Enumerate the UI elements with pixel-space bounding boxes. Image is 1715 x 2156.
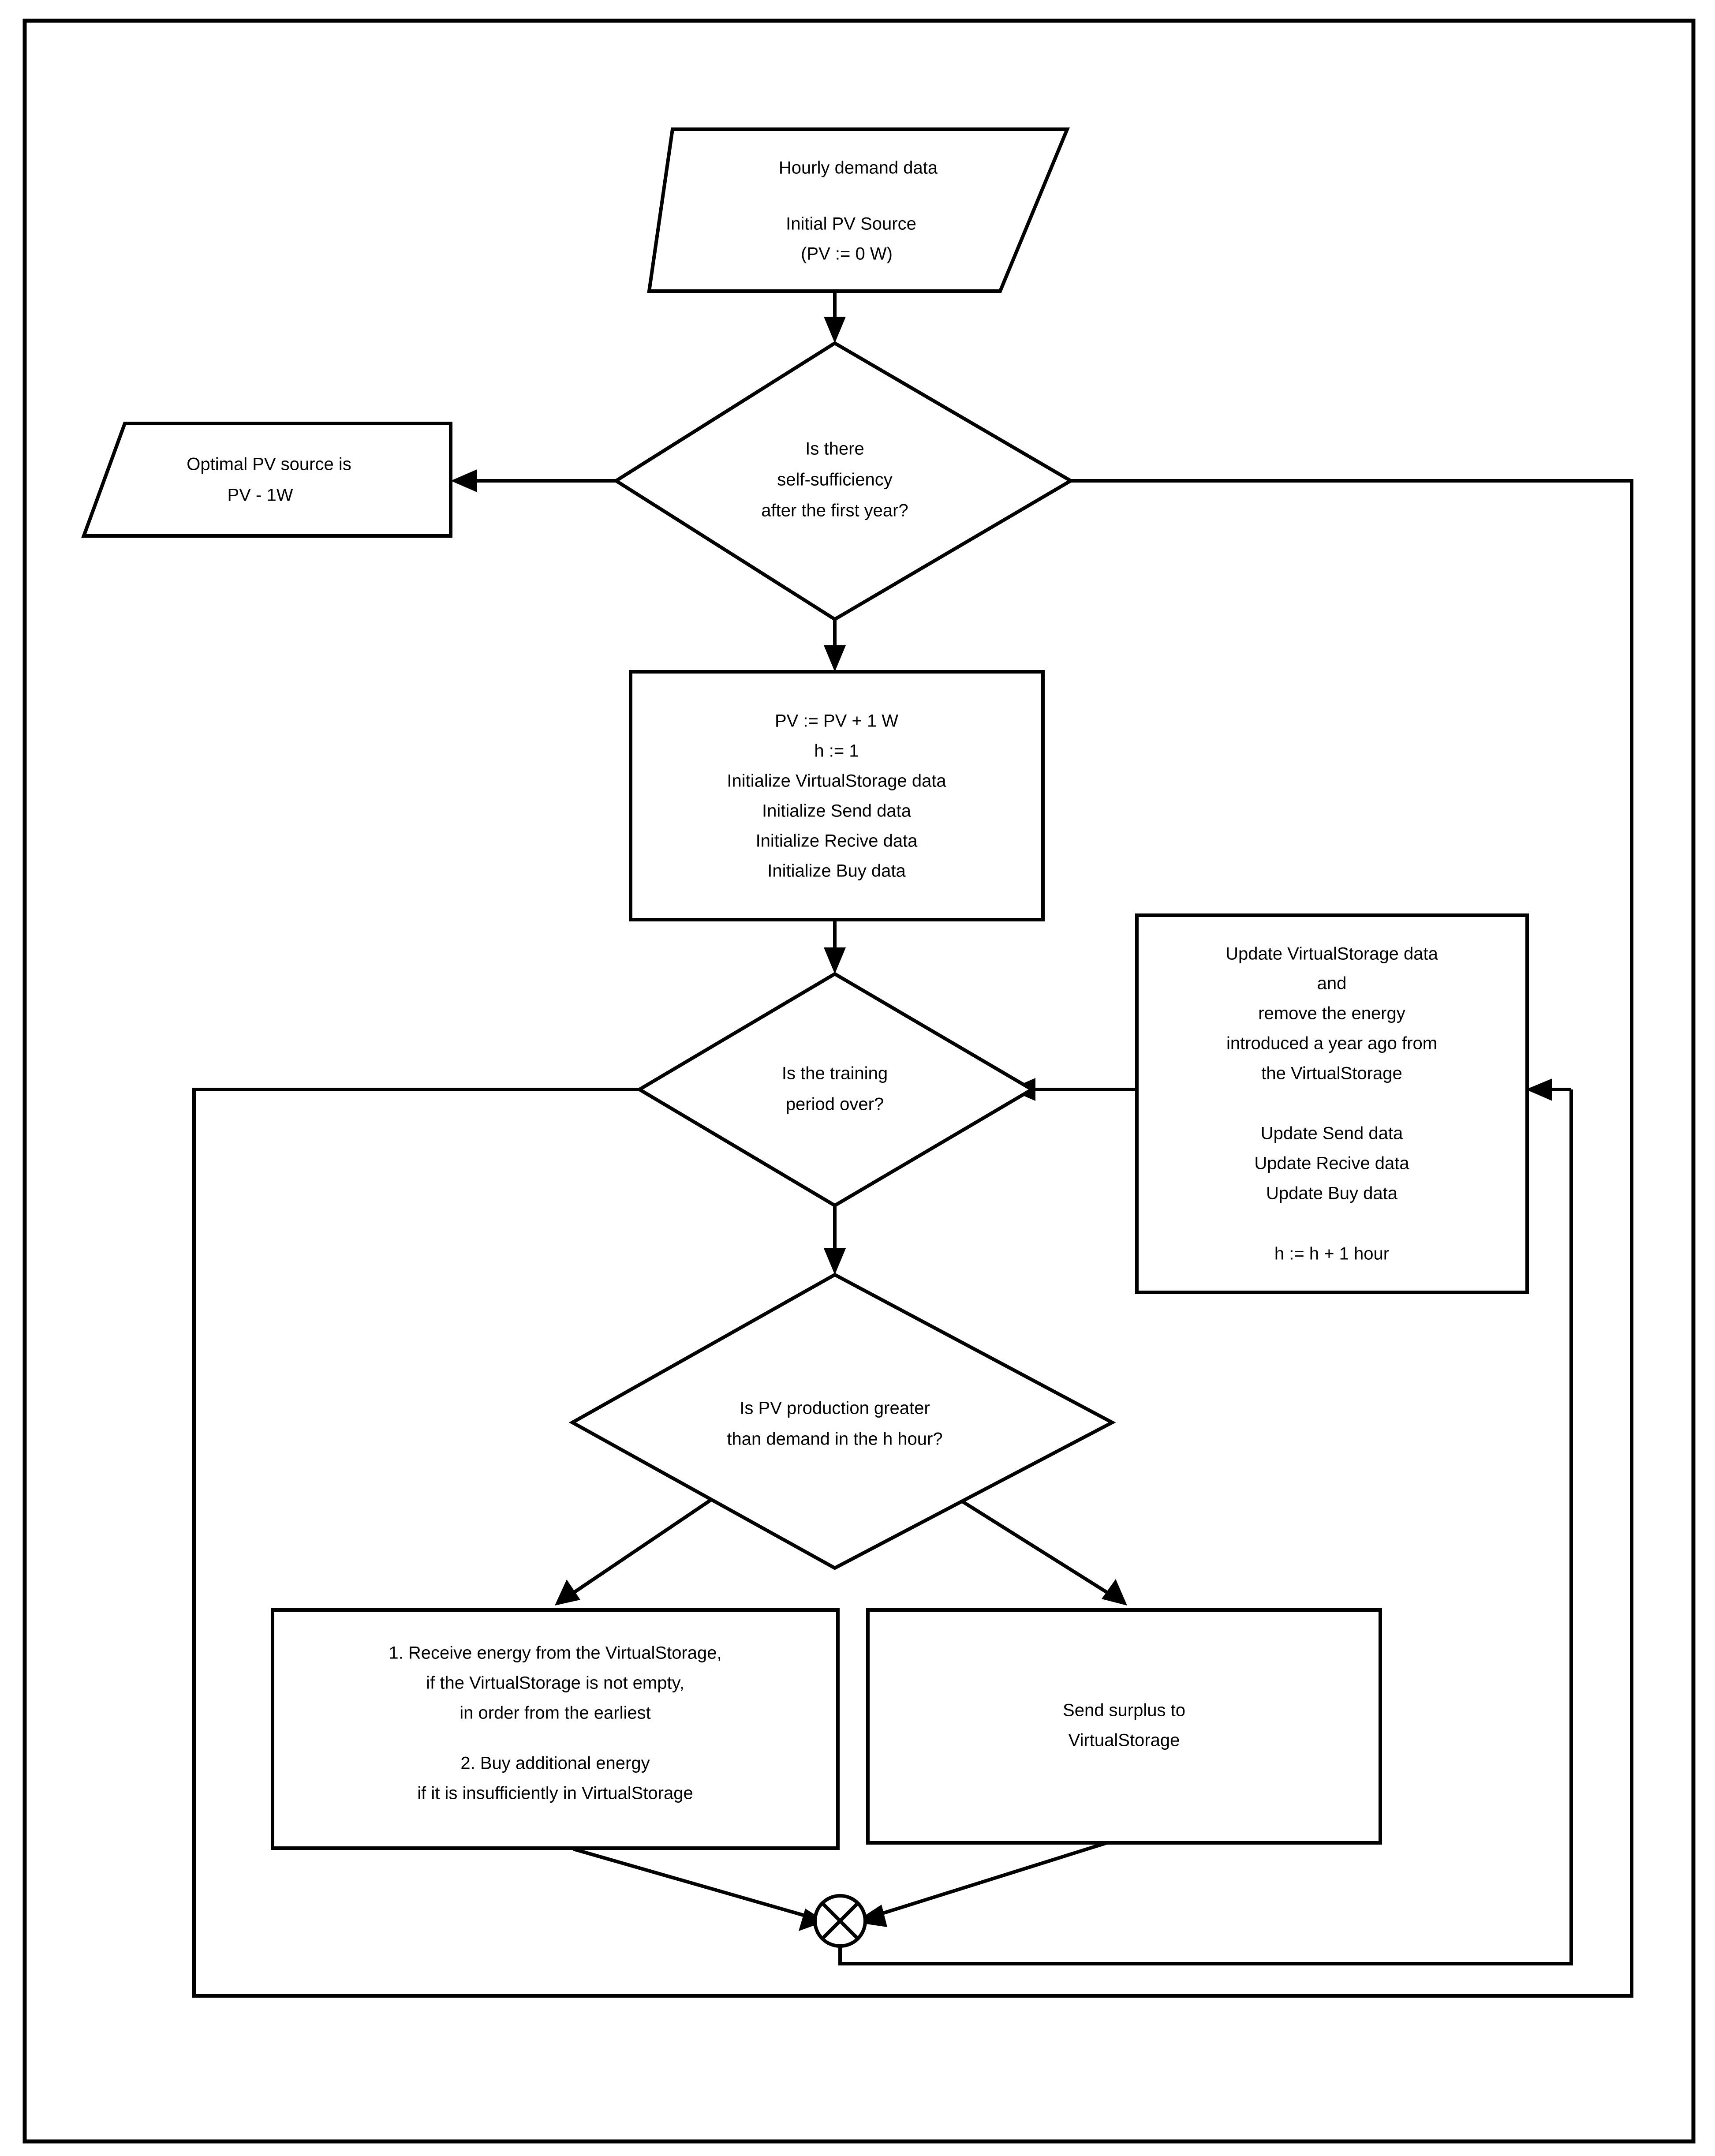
input-data-line-2: Initial PV Source [786, 214, 916, 234]
process-send-surplus-shape [866, 1608, 1382, 1845]
process-update-line-7: Update Recive data [1254, 1154, 1409, 1173]
node-input-data[interactable]: Hourly demand data Initial PV Source (PV… [647, 127, 1070, 293]
arrowhead-selfsufficiency-to-output [451, 469, 477, 492]
output-optimal-line-1: PV - 1W [228, 486, 293, 505]
decision-self-sufficiency-line-2: after the first year? [761, 501, 908, 520]
merge-junction-x-stroke-2 [821, 1902, 859, 1940]
arrowhead-input-to-selfsufficiency [824, 317, 846, 343]
decision-training-line-0: Is the training [782, 1064, 888, 1083]
decision-pv-vs-demand-line-1: than demand in the h hour? [727, 1430, 942, 1449]
process-update-shape [1135, 913, 1529, 1294]
process-update-line-0: Update VirtualStorage data [1226, 944, 1439, 964]
arrowhead-pvdecision-to-receivebuy [555, 1580, 580, 1606]
edge-merge-to-update-loop [838, 1107, 1573, 1965]
process-init-line-4: Initialize Recive data [756, 831, 918, 851]
process-init-line-2: Initialize VirtualStorage data [727, 771, 946, 791]
output-optimal-shape [81, 422, 452, 538]
node-process-update[interactable]: Update VirtualStorage data and remove th… [1135, 913, 1529, 1294]
process-update-line-2: remove the energy [1258, 1004, 1405, 1023]
process-update-line-6: Update Send data [1261, 1124, 1403, 1143]
process-receive-buy-line-2: in order from the earliest [460, 1703, 651, 1723]
arrowhead-pvdecision-to-sendsurplus [1102, 1579, 1127, 1606]
node-output-optimal[interactable]: Optimal PV source is PV - 1W [81, 422, 452, 538]
edge-pvdecision-to-receivebuy [573, 1487, 729, 1594]
process-receive-buy-line-5: if it is insufficiently in VirtualStorag… [417, 1784, 693, 1803]
node-decision-training[interactable]: Is the training period over? [636, 972, 1035, 1208]
input-data-shape [647, 127, 1070, 293]
process-send-surplus-line-0: Send surplus to [1063, 1701, 1185, 1720]
arrowhead-receivebuy-to-merge [799, 1909, 826, 1931]
decision-training-shape [636, 972, 1035, 1208]
decision-self-sufficiency-line-0: Is there [805, 439, 864, 459]
edge-training-outer-loop-to-selfsufficiency [192, 479, 1633, 1998]
process-receive-buy-line-0: 1. Receive energy from the VirtualStorag… [389, 1643, 721, 1663]
process-receive-buy-line-1: if the VirtualStorage is not empty, [426, 1673, 684, 1693]
decision-self-sufficiency-shape [613, 341, 1074, 621]
process-init-line-1: h := 1 [814, 741, 859, 761]
process-init-line-5: Initialize Buy data [767, 861, 906, 881]
page-border [22, 19, 1696, 2144]
process-receive-buy-line-4: 2. Buy additional energy [460, 1754, 650, 1773]
process-receive-buy-shape [271, 1608, 840, 1850]
node-process-receive-buy[interactable]: 1. Receive energy from the VirtualStorag… [271, 1608, 840, 1850]
process-init-line-3: Initialize Send data [762, 801, 912, 821]
node-decision-pv-vs-demand[interactable]: Is PV production greater than demand in … [568, 1273, 1116, 1570]
process-init-line-0: PV := PV + 1 W [775, 711, 898, 731]
edge-pvdecision-to-sendsurplus [941, 1487, 1108, 1594]
arrowhead-init-to-training [824, 947, 846, 974]
node-decision-self-sufficiency[interactable]: Is there self-sufficiency after the firs… [613, 341, 1074, 621]
arrowhead-training-to-pvdecision [824, 1248, 846, 1275]
process-update-line-1: and [1317, 974, 1347, 993]
node-merge-junction[interactable] [813, 1894, 867, 1948]
node-process-init[interactable]: PV := PV + 1 W h := 1 Initialize Virtual… [629, 670, 1045, 921]
edge-sendsurplus-to-merge [876, 1841, 1108, 1917]
output-optimal-line-0: Optimal PV source is [187, 455, 351, 474]
process-init-shape [629, 670, 1045, 921]
process-update-line-3: introduced a year ago from [1226, 1034, 1437, 1053]
process-send-surplus-line-1: VirtualStorage [1069, 1731, 1180, 1750]
decision-self-sufficiency-line-1: self-sufficiency [777, 470, 893, 490]
input-data-line-3: (PV := 0 W) [801, 244, 893, 264]
process-update-line-8: Update Buy data [1266, 1184, 1398, 1203]
decision-pv-vs-demand-line-0: Is PV production greater [740, 1399, 930, 1418]
process-update-line-10: h := h + 1 hour [1274, 1244, 1389, 1264]
decision-training-line-1: period over? [786, 1095, 884, 1114]
arrowhead-selfsufficiency-to-init [824, 645, 846, 672]
decision-pv-vs-demand-shape [568, 1273, 1116, 1570]
input-data-line-0: Hourly demand data [779, 158, 938, 178]
process-update-line-4: the VirtualStorage [1261, 1064, 1402, 1083]
edge-receivebuy-to-merge [572, 1847, 804, 1917]
node-process-send-surplus[interactable]: Send surplus to VirtualStorage [866, 1608, 1382, 1845]
